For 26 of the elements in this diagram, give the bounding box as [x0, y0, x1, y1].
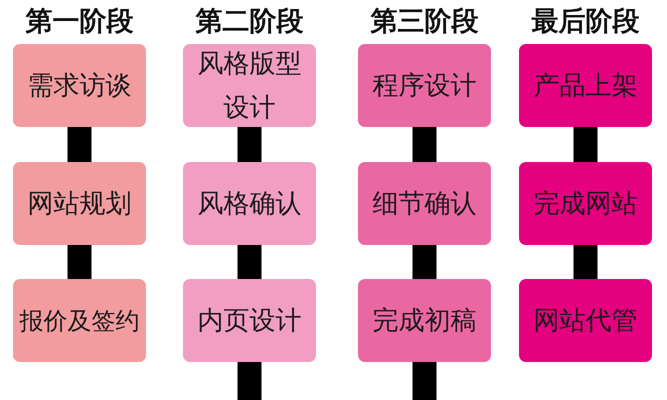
step-box: 报价及签约 [13, 279, 146, 362]
step-box: 网站规划 [13, 162, 146, 245]
connector-bar [238, 245, 262, 279]
step-box: 风格版型设计 [183, 44, 316, 127]
step-box: 完成初稿 [358, 279, 491, 362]
step-box: 程序设计 [358, 44, 491, 127]
connector-bar [238, 127, 262, 162]
connector-bar [238, 362, 262, 400]
stage-heading: 第二阶段 [194, 5, 304, 39]
stage-heading: 第三阶段 [370, 5, 480, 39]
step-box: 产品上架 [519, 44, 652, 127]
connector-bar [412, 245, 436, 279]
step-box: 细节确认 [358, 162, 491, 245]
step-box: 风格确认 [183, 162, 316, 245]
connector-bar [574, 127, 598, 162]
connector-bar [412, 362, 436, 400]
step-box: 内页设计 [183, 279, 316, 362]
step-box: 网站代管 [519, 279, 652, 362]
stage-heading: 第一阶段 [24, 5, 134, 39]
step-box: 完成网站 [519, 162, 652, 245]
step-box: 需求访谈 [13, 44, 146, 127]
stage-heading: 最后阶段 [530, 5, 640, 39]
connector-bar [68, 245, 92, 279]
connector-bar [574, 245, 598, 279]
connector-bar [412, 127, 436, 162]
connector-bar [68, 127, 92, 162]
